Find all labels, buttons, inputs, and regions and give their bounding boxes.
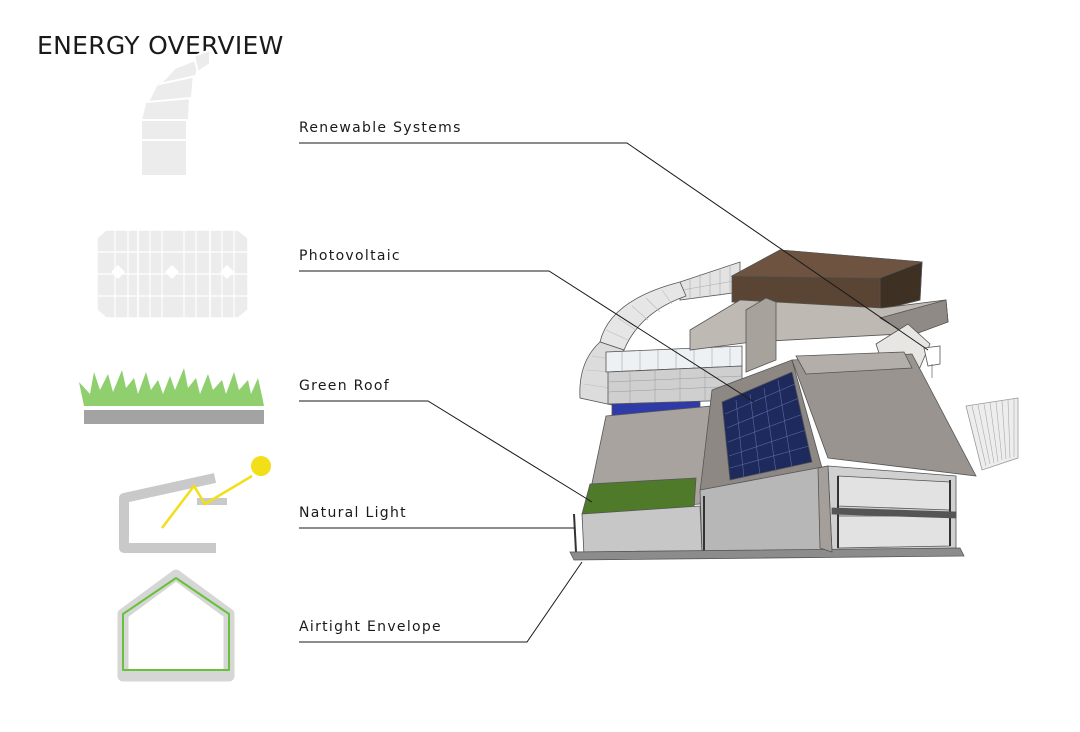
wind-turbine-icon <box>139 48 211 177</box>
leader-line-airtight <box>299 561 583 643</box>
page-title: ENERGY OVERVIEW <box>37 31 284 60</box>
green-roof-icon <box>79 368 264 424</box>
leader-line-renewable <box>299 142 929 351</box>
label-natural-light: Natural Light <box>299 505 407 521</box>
house-envelope-icon <box>117 569 235 682</box>
solar-panel-icon <box>96 229 249 319</box>
leader-line-green-roof <box>299 400 593 503</box>
label-green-roof: Green Roof <box>299 378 391 394</box>
label-photovoltaic: Photovoltaic <box>299 248 401 264</box>
label-airtight-envelope: Airtight Envelope <box>299 619 442 635</box>
building-illustration <box>569 249 1019 561</box>
label-renewable-systems: Renewable Systems <box>299 120 462 136</box>
leader-line-photovoltaic <box>299 270 755 403</box>
leader-lines <box>299 142 929 643</box>
skylight-sun-icon <box>119 456 271 553</box>
